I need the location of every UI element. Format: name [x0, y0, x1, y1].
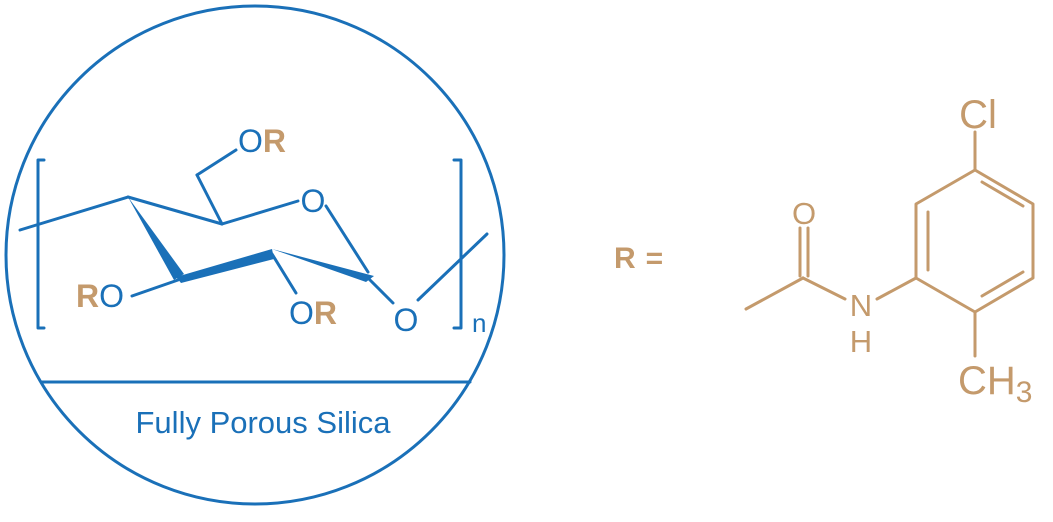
chloro-label: Cl [959, 93, 997, 137]
bond-c2-o [270, 252, 298, 295]
bracket-right [452, 158, 463, 330]
wedge-c2-c1 [272, 249, 374, 282]
silica-bead: Fully Porous Silica [4, 4, 506, 506]
o-mid-label: OR [289, 295, 337, 331]
bond-c3-o [130, 278, 180, 298]
bead-label: Fully Porous Silica [136, 405, 392, 440]
repeat-n-label: n [472, 308, 486, 338]
ring-bond-c5-o [220, 199, 300, 226]
o-left-label: RO [76, 278, 124, 314]
wedge-c4-c3 [128, 197, 184, 280]
glycosidic-oxygen-label: O [394, 302, 419, 338]
ring-double-3 [980, 270, 1025, 298]
amide-h-label: H [850, 324, 872, 359]
carbonyl-o-label: O [792, 196, 816, 231]
ring-bond-o-c1 [324, 204, 370, 274]
o-top-label: OR [238, 123, 286, 159]
bracket-left [36, 158, 46, 330]
bead-circle [4, 4, 506, 506]
bold-bond-c3-c2 [176, 249, 274, 283]
chain-bond-right [416, 232, 489, 302]
r-equals-label: R= [614, 242, 663, 275]
chain-bond-left [18, 195, 130, 232]
bond-c6-o [195, 148, 238, 177]
bond-methyl-carbonyl [744, 276, 805, 311]
r-definition: R= [614, 242, 663, 275]
ring-bond-c4-c5 [126, 195, 224, 226]
bond-n-ring [875, 276, 918, 301]
bond-c-n [801, 276, 847, 301]
bond-c1-o [366, 276, 395, 305]
substituent-structure: O N H Cl CH3 [744, 93, 1035, 409]
cellulose-unit: OR O RO OR O n [18, 123, 489, 338]
ring-oxygen-label: O [301, 183, 326, 219]
ring-double-2 [980, 180, 1025, 208]
benzene-ring [914, 168, 1035, 314]
amide-n-label: N [850, 288, 872, 323]
bond-c5-c6 [195, 173, 224, 226]
methyl-label: CH3 [958, 359, 1032, 409]
